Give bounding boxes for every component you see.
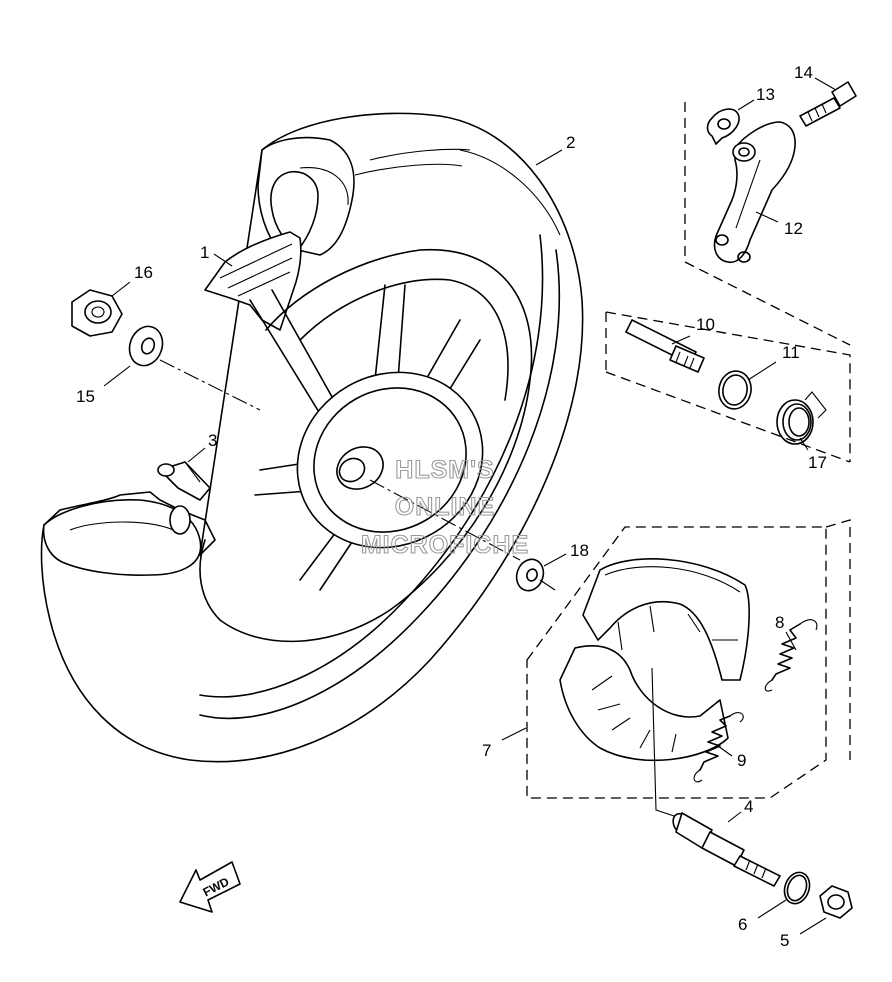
callout-9[interactable]: 9 (737, 751, 746, 770)
nut-5[interactable] (819, 885, 853, 919)
callout-11[interactable]: 11 (782, 343, 800, 362)
callout-16[interactable]: 16 (134, 263, 153, 282)
callout-17[interactable]: 17 (808, 453, 827, 472)
washer-18[interactable] (512, 556, 547, 595)
callout-4[interactable]: 4 (744, 797, 753, 816)
watermark: HLSM'S ONLINE MICROFICHE (360, 455, 529, 559)
callout-6[interactable]: 6 (738, 915, 747, 934)
o-ring-11[interactable] (716, 369, 754, 412)
watermark-line-1: HLSM'S (395, 456, 494, 484)
callout-15[interactable]: 15 (76, 387, 95, 406)
bolt-14[interactable] (799, 81, 857, 127)
callout-14[interactable]: 14 (794, 63, 813, 82)
callout-7[interactable]: 7 (482, 741, 491, 760)
callout-3[interactable]: 3 (208, 431, 217, 450)
brake-shoe-7[interactable] (559, 558, 750, 762)
spring-9[interactable] (693, 712, 744, 783)
cam-lever-12[interactable] (713, 121, 796, 264)
valve-stem[interactable] (157, 461, 211, 535)
callout-8[interactable]: 8 (775, 613, 784, 632)
callout-18[interactable]: 18 (570, 541, 589, 560)
callout-12[interactable]: 12 (784, 219, 803, 238)
fwd-arrow-icon: FWD (179, 861, 241, 913)
callout-2[interactable]: 2 (566, 133, 575, 152)
watermark-line-3: MICROFICHE (361, 531, 529, 559)
callout-5[interactable]: 5 (780, 931, 789, 950)
clip-13[interactable] (706, 108, 740, 145)
callout-leaders (103, 77, 837, 935)
watermark-line-2: ONLINE (395, 493, 495, 521)
wheel-rim[interactable] (199, 231, 533, 643)
camshaft-10[interactable] (625, 319, 705, 373)
callout-1[interactable]: 1 (200, 243, 209, 262)
washer-15[interactable] (124, 322, 168, 371)
callout-13[interactable]: 13 (756, 85, 775, 104)
return-spring-17[interactable] (776, 391, 827, 445)
callout-10[interactable]: 10 (696, 315, 715, 334)
spring-8[interactable] (764, 619, 818, 692)
axle-nut-16[interactable] (71, 289, 123, 337)
callouts: 1 2 3 4 5 6 7 8 9 10 11 12 13 14 15 16 1… (76, 63, 827, 950)
o-ring-6[interactable] (780, 869, 813, 907)
pivot-pin-4[interactable] (670, 810, 781, 887)
